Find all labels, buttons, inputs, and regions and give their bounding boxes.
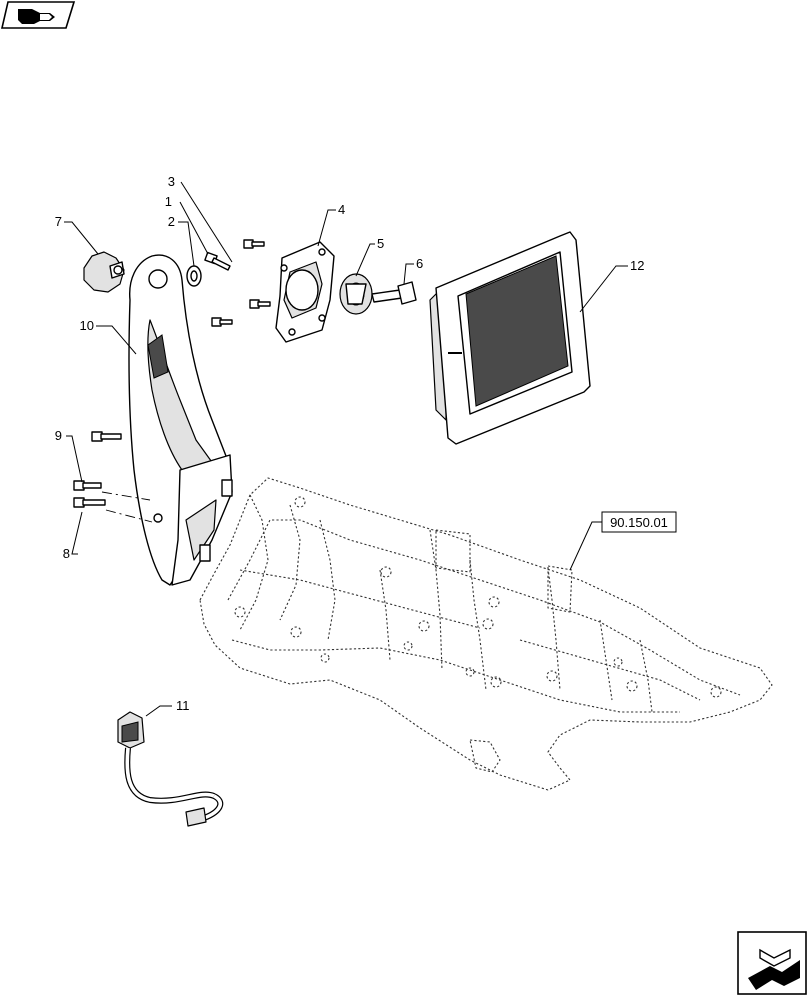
washer [186,265,202,287]
bolt-lower [73,497,106,508]
callout-labels: 1 2 3 4 5 6 7 8 9 10 11 12 [55,174,645,713]
callout-9: 9 [55,428,62,443]
callout-2: 2 [168,214,175,229]
screw-small [204,251,231,271]
display-monitor [429,231,591,445]
callout-7: 7 [55,214,62,229]
callout-11: 11 [176,698,190,713]
ball-socket [339,273,373,315]
section-navigation-icon[interactable] [0,1,76,29]
bolt [371,281,417,305]
callout-12: 12 [630,258,644,273]
callout-5: 5 [377,236,384,251]
cab-frame-ghost [199,477,773,791]
page-navigation-icon[interactable] [737,931,807,995]
callout-3: 3 [168,174,175,189]
leader-lines [64,181,628,717]
callout-1: 1 [165,194,172,209]
support-arm [128,254,233,586]
callout-6: 6 [416,256,423,271]
reference-box[interactable]: 90.150.01 [601,511,677,533]
bolt-middle [73,480,102,491]
bolt-axis-line [101,491,151,501]
plate-screws [211,239,271,327]
bolt-upper [91,431,122,442]
callout-4: 4 [338,202,345,217]
callout-8: 8 [63,546,70,561]
knob [83,251,125,293]
mounting-plate [275,241,335,343]
bolt-axis-line-2 [105,509,153,523]
callout-10: 10 [80,318,94,333]
reference-label: 90.150.01 [610,515,668,530]
wiring-harness [117,711,224,827]
